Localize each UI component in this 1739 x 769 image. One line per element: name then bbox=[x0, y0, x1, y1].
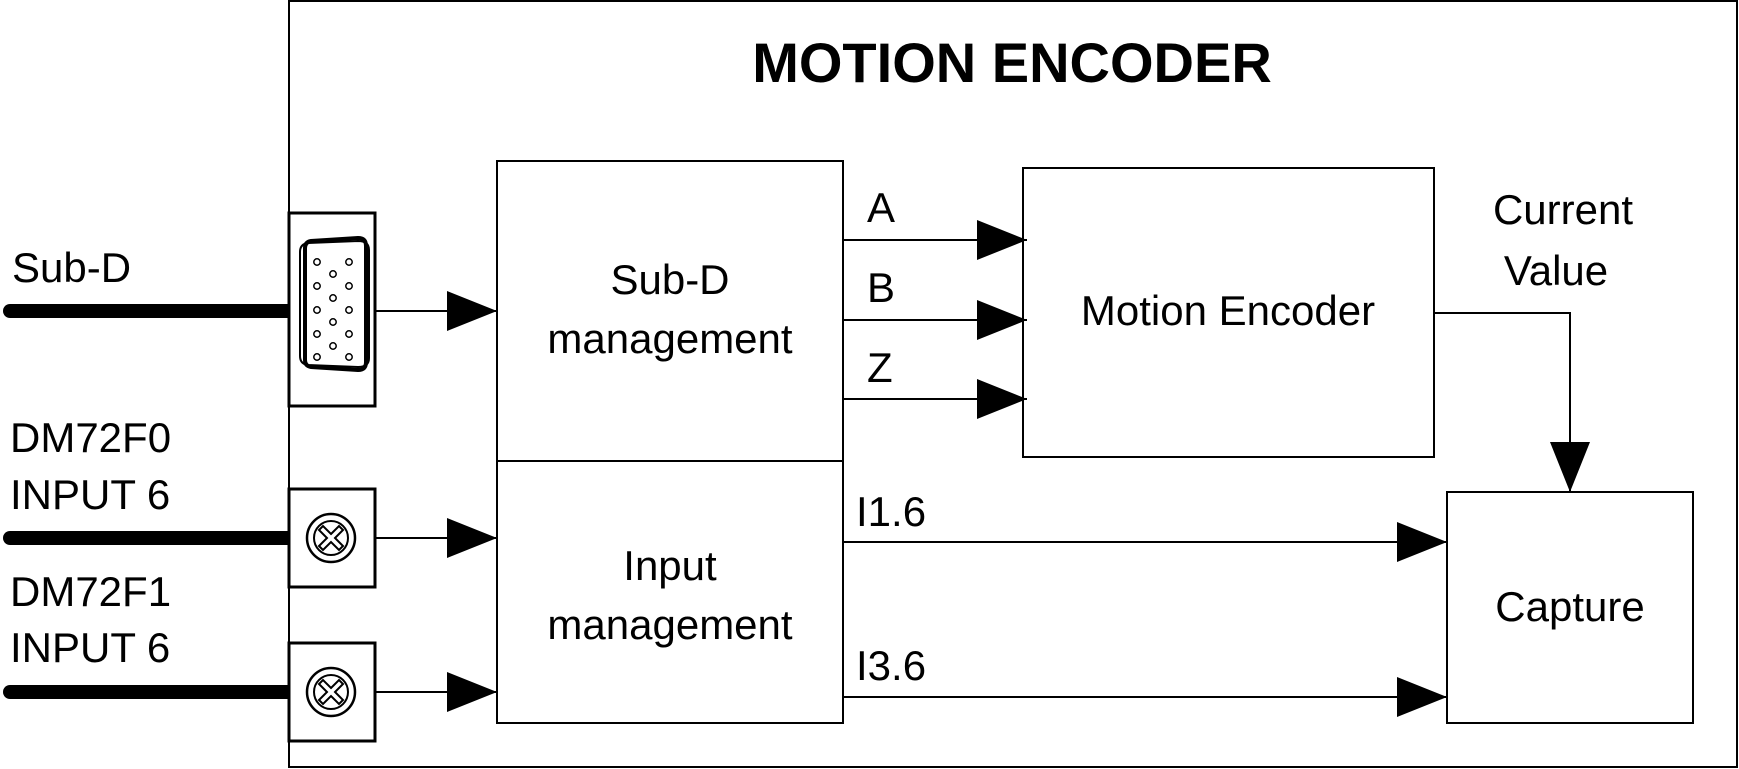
dm72f0-label-line1: DM72F0 bbox=[10, 414, 171, 461]
subd-input-label: Sub-D bbox=[12, 244, 131, 291]
dm72f1-terminal-icon bbox=[287, 641, 377, 743]
signal-b-label: B bbox=[867, 264, 895, 311]
dm72f1-label-line1: DM72F1 bbox=[10, 568, 171, 615]
current-value-arrow bbox=[1434, 312, 1590, 492]
signal-a-label: A bbox=[867, 184, 895, 231]
subd-management-label-line2: management bbox=[547, 315, 792, 362]
signal-z-label: Z bbox=[867, 344, 893, 391]
subd-management-block bbox=[496, 160, 844, 462]
signal-i16-label: I1.6 bbox=[856, 488, 926, 535]
motion-encoder-block bbox=[1022, 167, 1435, 458]
input-management-block bbox=[496, 460, 844, 724]
dm72f0-label-line2: INPUT 6 bbox=[10, 471, 170, 518]
capture-label: Capture bbox=[1495, 583, 1644, 630]
motion-encoder-label: Motion Encoder bbox=[1081, 287, 1375, 334]
input-management-label-line1: Input bbox=[623, 542, 717, 589]
subd-management-label-line1: Sub-D bbox=[610, 256, 729, 303]
dm72f0-terminal-icon bbox=[287, 487, 377, 589]
current-value-label-line1: Current bbox=[1493, 186, 1633, 233]
diagram-title: MOTION ENCODER bbox=[752, 31, 1272, 94]
current-value-label-line2: Value bbox=[1504, 247, 1608, 294]
capture-block bbox=[1446, 491, 1694, 724]
subd-connector-icon bbox=[287, 211, 377, 408]
signal-i36-label: I3.6 bbox=[856, 642, 926, 689]
dm72f1-label-line2: INPUT 6 bbox=[10, 624, 170, 671]
input-management-label-line2: management bbox=[547, 601, 792, 648]
